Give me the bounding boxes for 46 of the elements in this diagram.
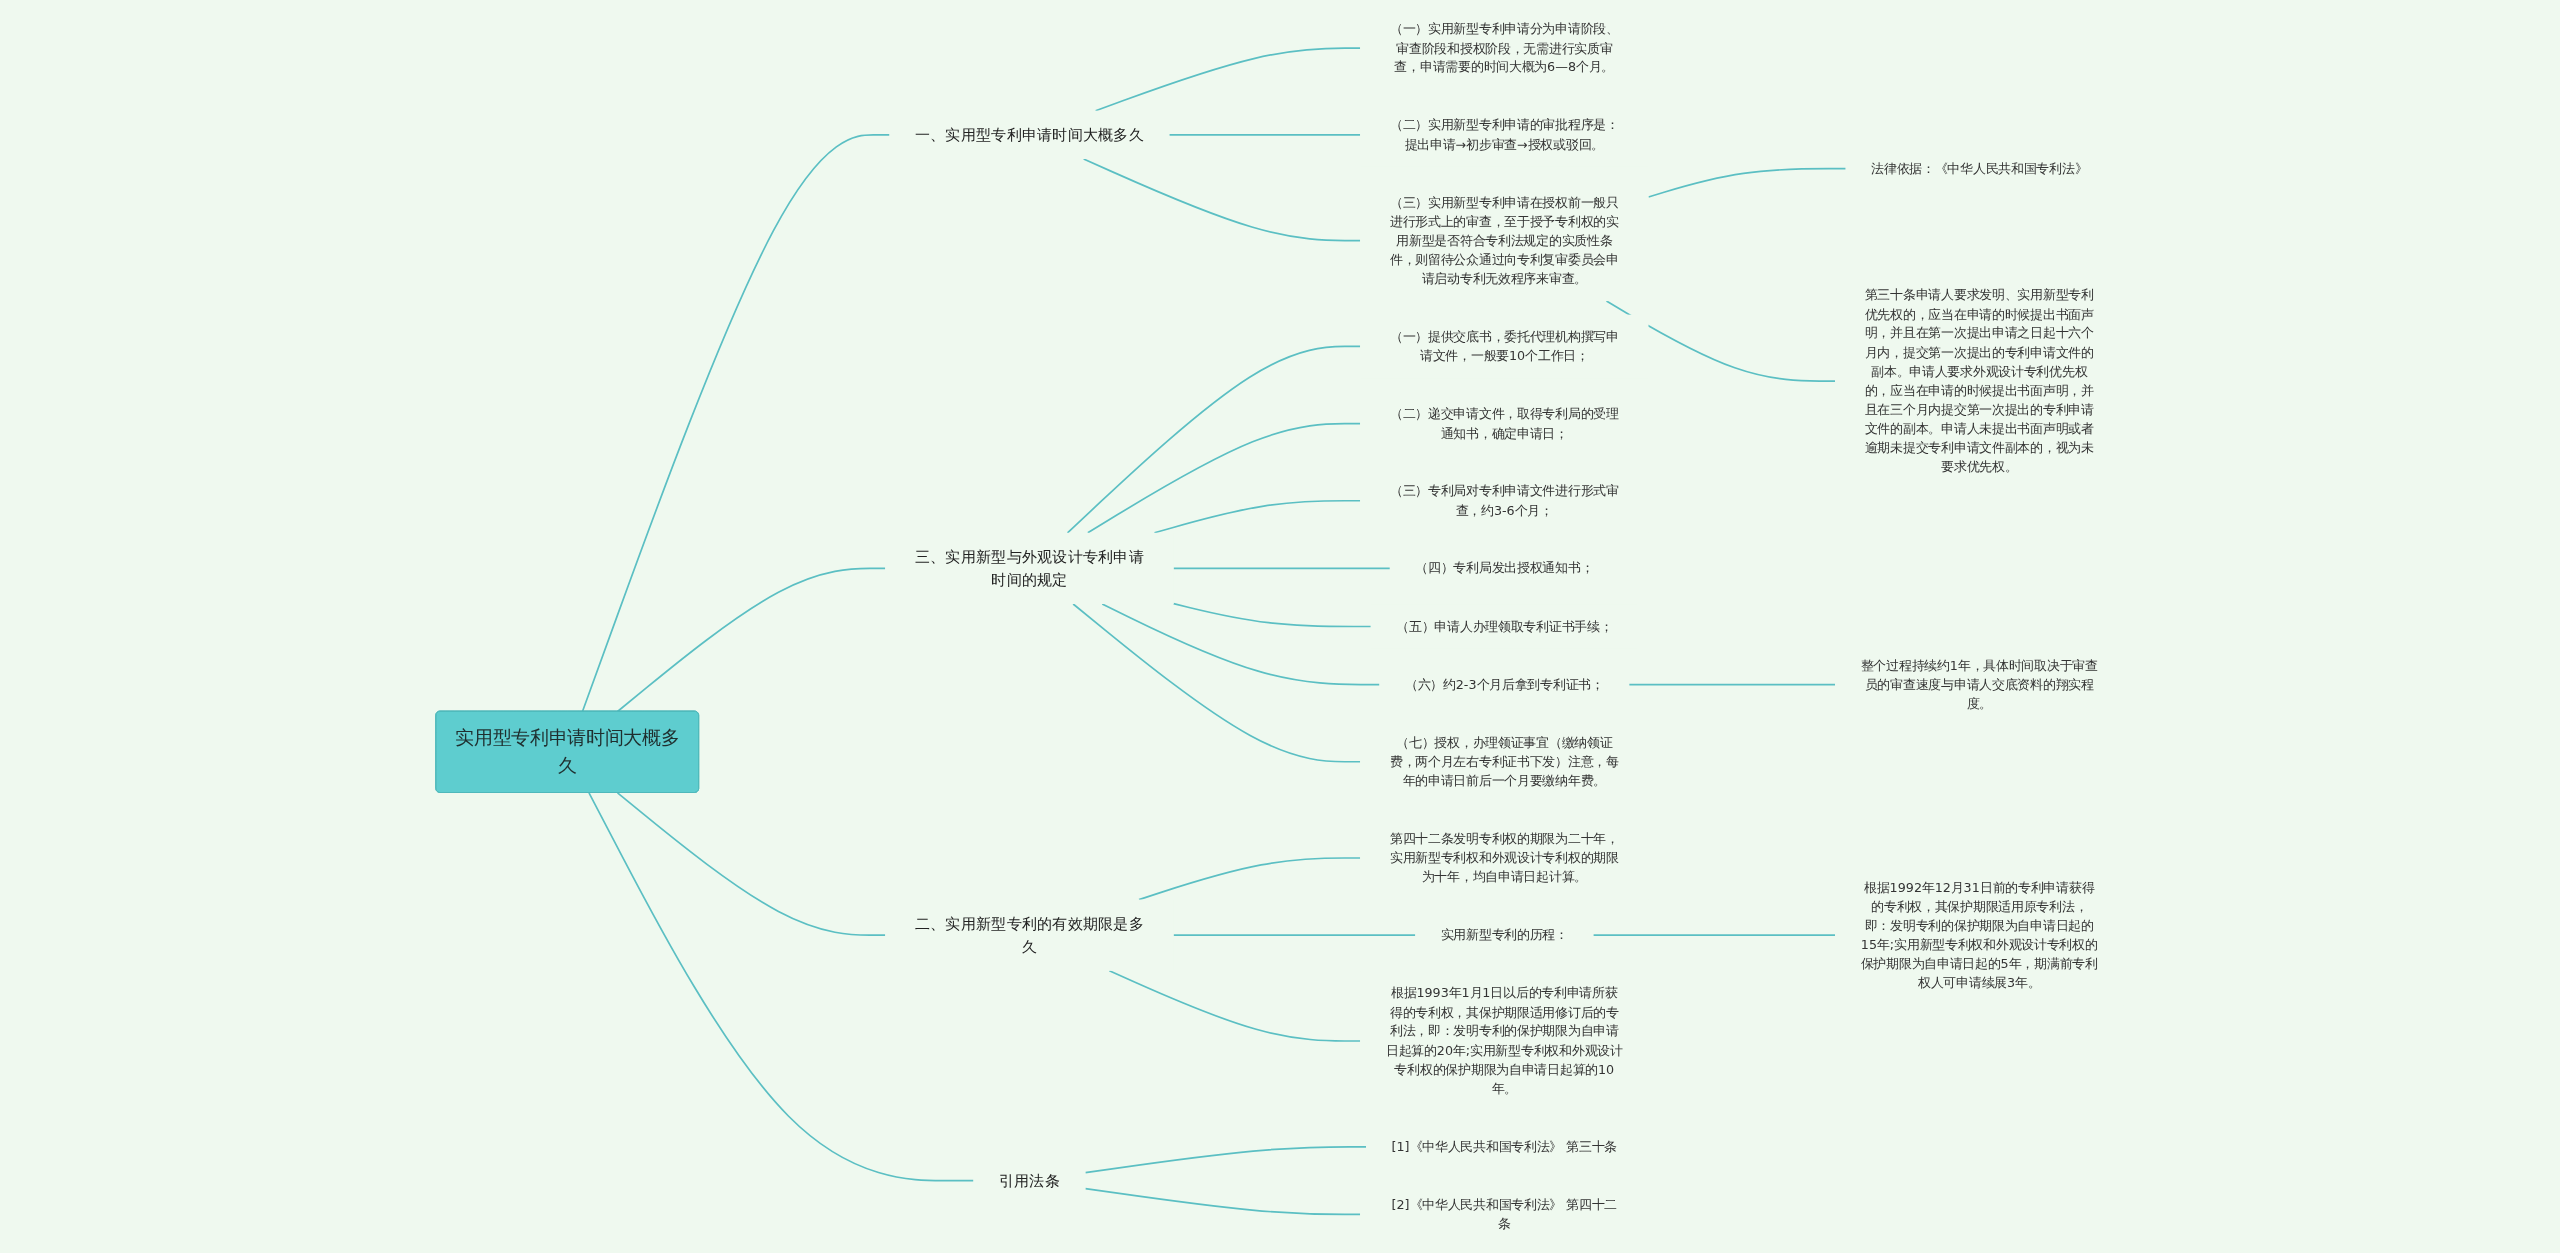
connector	[1173, 602, 1372, 628]
connector	[1083, 158, 1362, 242]
node-text: （二）实用新型专利申请的审批程序是：提出申请→初步审查→授权或驳回。	[1390, 117, 1620, 152]
connector	[1108, 969, 1362, 1042]
connector	[1101, 603, 1381, 686]
connector	[1084, 1187, 1362, 1216]
node-text: 一、实用型专利申请时间大概多久	[915, 125, 1145, 144]
node-text: 法律依据：《中华人民共和国专利法》	[1871, 160, 2088, 177]
node-text: 整个过程持续约1年，具体时间取决于审查员的审查速度与申请人交底资料的翔实程度。	[1861, 657, 2099, 712]
connector	[1084, 1145, 1368, 1174]
node-text: （四）专利局发出授权通知书；	[1415, 560, 1594, 576]
connector	[617, 792, 887, 937]
node-text: 引用法条	[999, 1171, 1061, 1190]
connector	[588, 792, 975, 1182]
node-text: （五）申请人办理领取专利证书手续；	[1396, 618, 1613, 634]
node-text: （二）递交申请文件，取得专利局的受理通知书，确定申请日；	[1390, 406, 1620, 441]
node-text: （一）实用新型专利申请分为申请阶段、审查阶段和授权阶段，无需进行实质审查，申请需要的时间大概为6—8个月。	[1390, 21, 1620, 75]
connector	[582, 134, 891, 713]
node-text: （六）约2-3个月后拿到专利证书；	[1405, 676, 1605, 693]
node-text: （一）提供交底书，委托代理机构撰写申请文件，一般要10个工作日；	[1390, 329, 1620, 364]
connector	[1592, 934, 1837, 937]
node-text: 根据1992年12月31日前的专利申请获得的专利权，其保护期限适用原专利法，即：发明专利的保护期限为自申请日起的15年;实用新型专利权和外观设计专利权的保护期限为自申请日起的5年，期满前专利权人可申请续展3年。	[1861, 879, 2099, 991]
connector	[1168, 134, 1362, 136]
connector	[1095, 47, 1362, 112]
connector	[1173, 567, 1392, 570]
connector	[1072, 603, 1362, 763]
connector	[1628, 683, 1837, 686]
connector	[1648, 167, 1847, 198]
node-text: 二、实用新型专利的有效期限是多久	[915, 914, 1145, 956]
connector	[1087, 422, 1362, 534]
connector	[1154, 499, 1362, 534]
node-text: （三）专利局对专利申请文件进行形式审查，约3-6个月；	[1390, 483, 1620, 518]
node-text: （三）实用新型专利申请在授权前一般只进行形式上的审查，至于授予专利权的实用新型是否符合专利法规定的实质性条件，则留待公众通过向专利复审委员会申请启动专利无效程序来审查。	[1390, 194, 1620, 287]
node-text: [1]《中华人民共和国专利法》 第三十条	[1391, 1138, 1618, 1155]
connector	[1067, 345, 1362, 534]
node-text: [2]《中华人民共和国专利法》 第四十二条	[1391, 1197, 1618, 1232]
connector	[1606, 300, 1837, 382]
node-text: 根据1993年1月1日以后的专利申请所获得的专利权，其保护期限适用修订后的专利法，即：发明专利的保护期限为自申请日起算的20年;实用新型专利权和外观设计专利权的保护期限为自申请日起算的10年。	[1386, 985, 1624, 1097]
node-text: （七）授权，办理领证事宜（缴纳领证费，两个月左右专利证书下发）注意，每年的申请日前后一个月要缴纳年费。	[1390, 734, 1620, 789]
connector	[1173, 934, 1417, 937]
connector	[1138, 857, 1362, 901]
node-text: 三、实用新型与外观设计专利申请时间的规定	[915, 548, 1145, 589]
connector	[617, 567, 887, 713]
node-text: 第四十二条发明专利权的期限为二十年，实用新型专利权和外观设计专利权的期限为十年，均自申请日起计算。	[1390, 831, 1620, 885]
node-text: 第三十条申请人要求发明、实用新型专利优先权的，应当在申请的时候提出书面声明，并且在第一次提出申请之日起十六个月内，提交第一次提出的专利申请文件的副本。申请人要求外观设计专利优先权的，应当在申请的时候提出书面声明，并且在三个月内提交第一次提出的专利申请文件的副本。申请人未提出书面声明或者逾期未提交专利申请文件副本的，视为未要求优先权。	[1865, 287, 2095, 475]
node-text: 实用新型专利的历程：	[1441, 927, 1569, 943]
